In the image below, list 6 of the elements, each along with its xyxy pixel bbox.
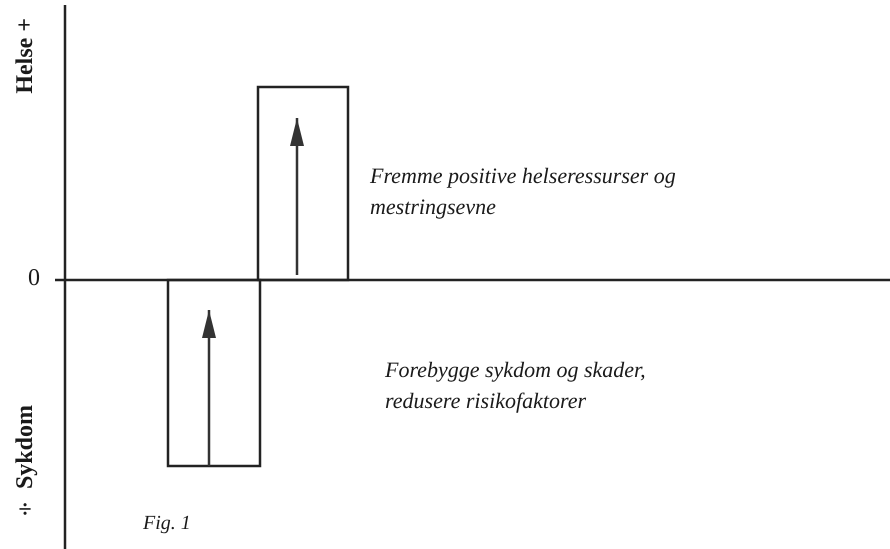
caption: Fig. 1 bbox=[143, 512, 191, 535]
axis-label: Helse + bbox=[12, 18, 39, 94]
annotation-text: Fremme positive helseressurser og mestringsevne bbox=[370, 162, 677, 221]
axis-label: 0 bbox=[28, 265, 40, 292]
annotation-text: Forebygge sykdom og skader, redusere risikofaktorer bbox=[385, 356, 647, 415]
axis-label: ÷ Sykdom bbox=[12, 405, 39, 522]
